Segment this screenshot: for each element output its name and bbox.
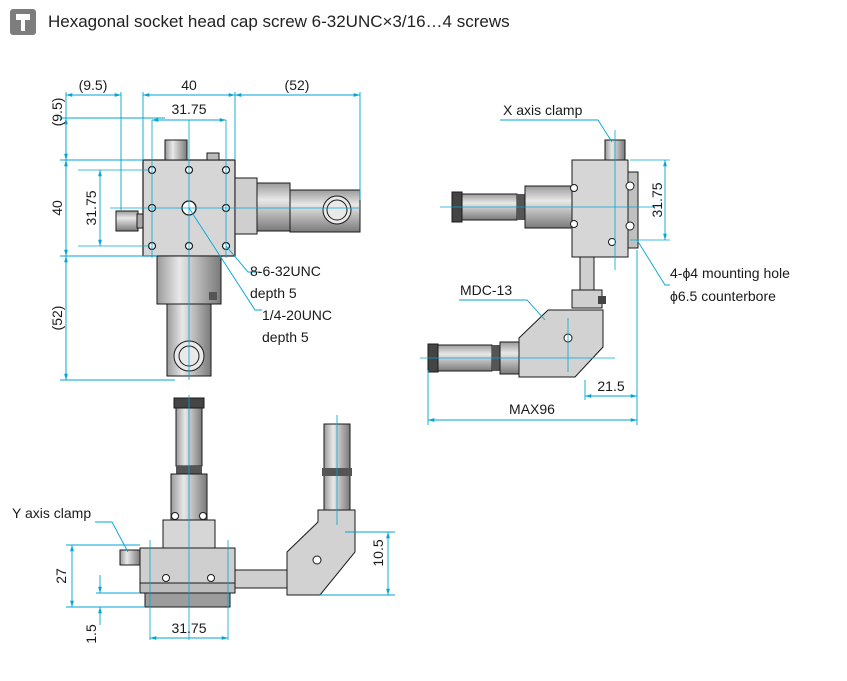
label-adapter: MDC-13 [460, 282, 512, 298]
label-x-clamp: X axis clamp [503, 102, 583, 118]
dim-side-height: 27 [53, 568, 69, 584]
label-y-clamp: Y axis clamp [12, 505, 91, 521]
callout-counterbore: ϕ6.5 counterbore [670, 288, 776, 304]
dim-width: 40 [181, 77, 197, 93]
left-clamp-knob [115, 210, 139, 232]
right-stage-body [571, 159, 629, 258]
side-stage-base [144, 592, 231, 608]
side-view: Y axis clamp 27 1.5 31.75 10.5 [12, 395, 395, 644]
top-clamp-knob [164, 139, 188, 161]
dim-right-hole-spacing: 31.75 [649, 182, 665, 217]
callout-tapped-2-depth: depth 5 [262, 329, 309, 345]
callout-mounting-hole: 4-ϕ4 mounting hole [670, 265, 790, 281]
callout-tapped-1: 8-6-32UNC [250, 263, 321, 279]
dim-right-extent: (52) [285, 77, 310, 93]
dim-side-base: 1.5 [83, 624, 99, 644]
dim-left-offset: (9.5) [79, 77, 108, 93]
dim-height: 40 [49, 200, 65, 216]
dim-side-hole-spacing: 31.75 [171, 620, 206, 636]
side-stage-body [139, 547, 236, 584]
header-title: Hexagonal socket head cap screw 6-32UNC×… [48, 12, 510, 31]
side-y-clamp [119, 549, 141, 566]
header: Hexagonal socket head cap screw 6-32UNC×… [10, 8, 510, 36]
mdc13-adapter [518, 309, 604, 378]
dim-adapter-offset: 21.5 [597, 378, 624, 394]
callout-tapped-2: 1/4-20UNC [262, 307, 332, 323]
dim-max: MAX96 [509, 401, 555, 417]
dim-adapter-height: 10.5 [370, 539, 386, 566]
dim-hole-spacing-y: 31.75 [83, 190, 99, 225]
top-tab [206, 152, 220, 161]
dim-top-offset: (9.5) [49, 98, 65, 127]
side-adapter-bracket [286, 509, 356, 596]
hex-screw-icon [10, 9, 36, 35]
dim-hole-spacing-x: 31.75 [171, 101, 206, 117]
x-micrometer-base [234, 177, 258, 235]
right-view: X axis clamp 31.75 4-ϕ4 mounting hole ϕ6… [420, 102, 790, 425]
top-view: (9.5) 40 (52) 31.75 (9.5) 40 31.75 (52) … [49, 77, 361, 381]
callout-tapped-1-depth: depth 5 [250, 285, 297, 301]
dim-bottom-extent: (52) [49, 306, 65, 331]
